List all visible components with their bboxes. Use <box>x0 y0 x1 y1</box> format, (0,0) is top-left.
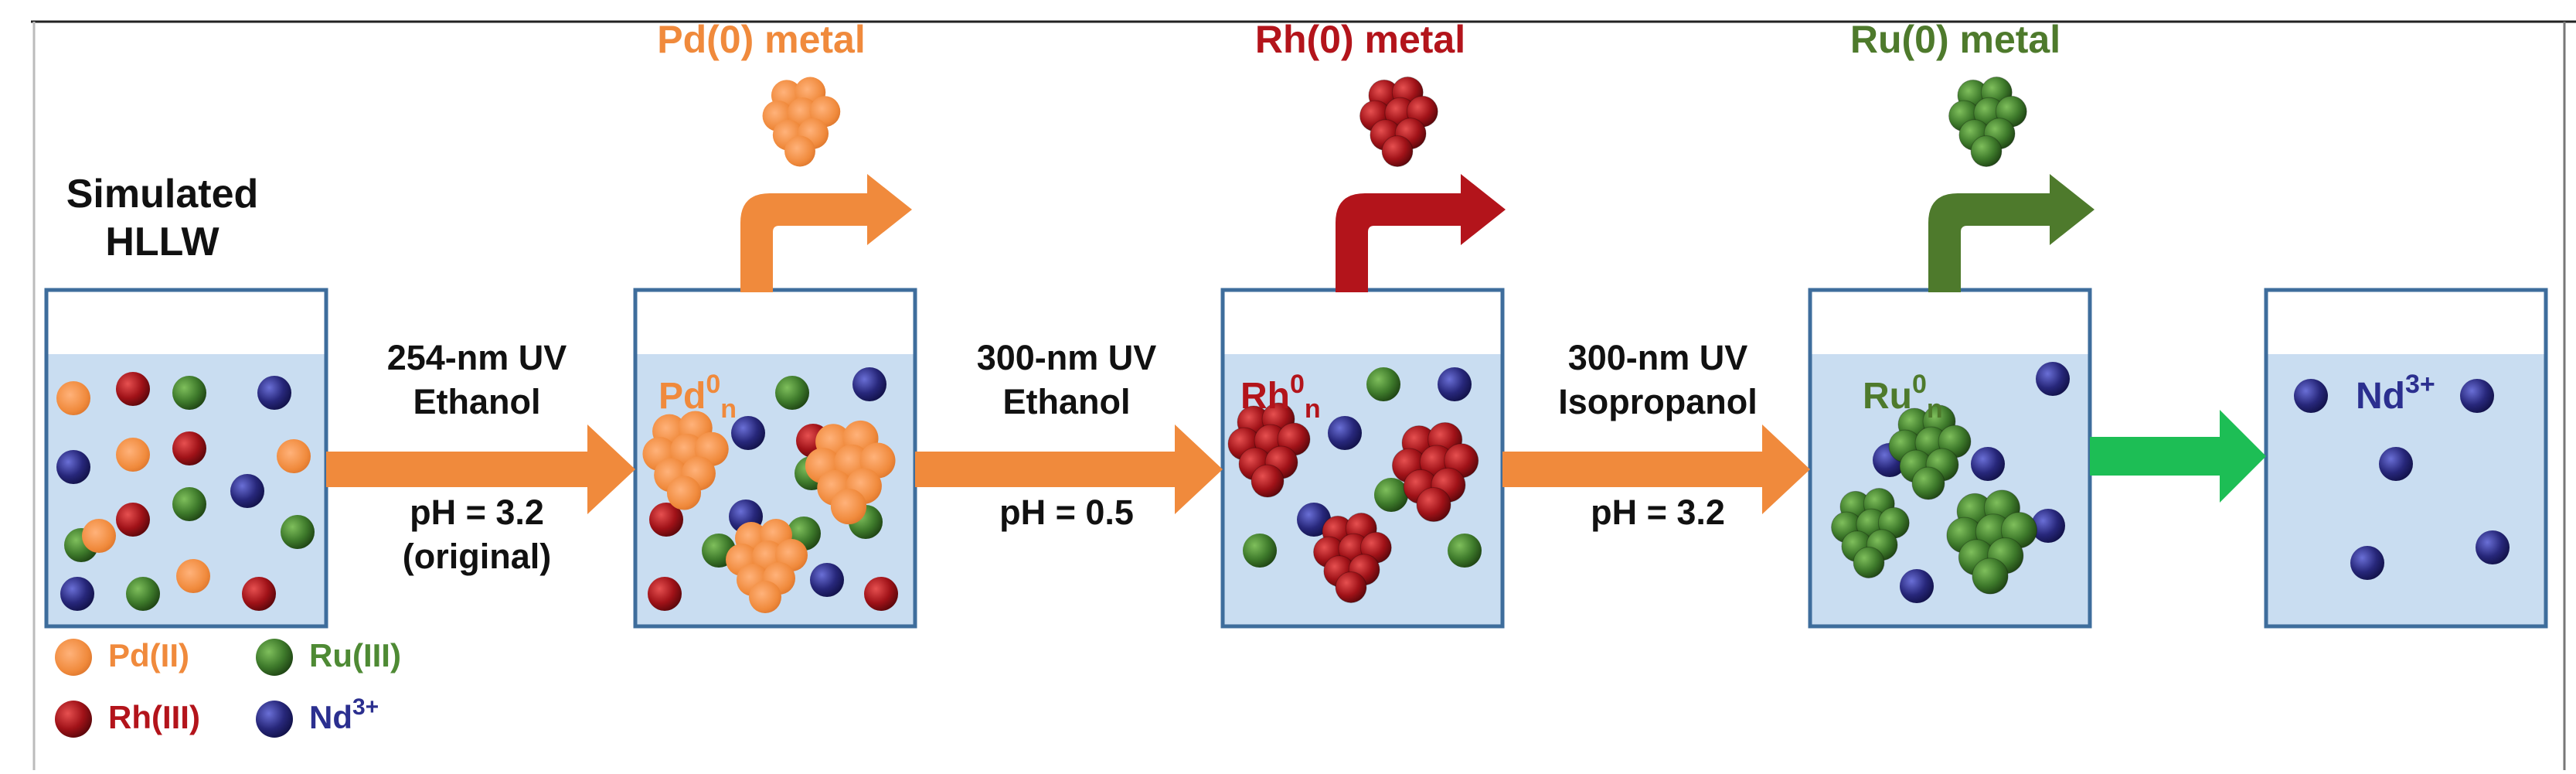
beaker-4-liquid <box>1810 354 2090 626</box>
nd-ion-42 <box>1971 447 2005 481</box>
legend-rh-label: Rh(III) <box>108 699 200 735</box>
step-2-line-1: 300-nm UV <box>977 338 1157 377</box>
nd-ion-20 <box>852 367 886 401</box>
nd-ion-40 <box>2036 362 2070 396</box>
step-1-line-1: 254-nm UV <box>387 338 567 377</box>
pd-extraction-arrow <box>740 174 912 292</box>
nd-ion-4 <box>257 376 291 410</box>
process-arrow-1 <box>326 425 635 514</box>
nd-ion-label: Nd3+ <box>2356 370 2435 417</box>
legend-ru-label: Ru(III) <box>309 637 401 673</box>
ru-ion-19 <box>775 376 809 410</box>
nd-ion-47 <box>2379 447 2413 481</box>
ru-ion-14 <box>281 515 315 549</box>
nd-ion-49 <box>2476 530 2510 564</box>
ru-ion-38 <box>1448 534 1482 568</box>
process-arrow-4 <box>2090 410 2266 503</box>
ru-ion-3 <box>172 376 206 410</box>
beaker-5 <box>2264 288 2548 629</box>
nd-ion-45 <box>2294 379 2328 413</box>
rh-ion-2 <box>116 372 150 406</box>
rh-ion-10 <box>116 503 150 537</box>
pd-ion-8 <box>277 439 311 473</box>
pd-ion-6 <box>116 438 150 472</box>
legend-rh-dot <box>55 701 92 738</box>
start-label-line-1: Simulated <box>66 172 259 217</box>
nd-ion-46 <box>2460 379 2494 413</box>
ru-product-label: Ru(0) metal <box>1850 18 2060 61</box>
nd-ion-33 <box>1438 367 1472 401</box>
process-arrow-3 <box>1502 425 1810 514</box>
nd-ion-5 <box>56 450 90 484</box>
nd-ion-30 <box>810 563 844 597</box>
rh-ion-31 <box>864 577 898 611</box>
rh-ion-29 <box>648 577 682 611</box>
pd-cluster-label: Pd0n <box>658 370 737 424</box>
nd-ion-43 <box>2031 509 2065 543</box>
rh-cluster-label: Rh0n <box>1240 370 1321 424</box>
step-1-ph-note: (original) <box>403 537 551 576</box>
rh-ion-18 <box>242 577 276 611</box>
ru-cluster-2-sphere-8 <box>1853 547 1885 578</box>
step-3-line-2: Isopropanol <box>1558 382 1758 421</box>
rh-product-cluster-sphere-8 <box>1381 135 1414 167</box>
nd-ion-48 <box>2350 546 2384 580</box>
pd-product-cluster-sphere-8 <box>784 135 815 167</box>
start-label-line-2: HLLW <box>105 220 219 264</box>
legend-nd-label: Nd3+ <box>309 694 379 735</box>
ru-ion-16 <box>126 577 160 611</box>
ru-ion-35 <box>1374 478 1408 512</box>
pd-ion-1 <box>56 381 90 415</box>
step-1-ph: pH = 3.2 <box>410 493 544 532</box>
rh-ion-7 <box>172 431 206 465</box>
nd-ion-15 <box>60 577 94 611</box>
ru-cluster-1-sphere-8 <box>1911 466 1945 500</box>
rh-product-label: Rh(0) metal <box>1255 18 1465 61</box>
process-arrow-2 <box>915 425 1223 514</box>
rh-extraction-arrow <box>1336 174 1506 292</box>
pd-ion-17 <box>176 559 210 593</box>
ru-product-cluster-sphere-8 <box>1970 135 2003 167</box>
nd-ion-34 <box>1328 416 1362 450</box>
rh-cluster-2-sphere-8 <box>1416 486 1451 523</box>
step-2-ph: pH = 0.5 <box>999 493 1134 532</box>
step-2-line-2: Ethanol <box>1003 382 1131 421</box>
pd-cluster-2-sphere-8 <box>830 488 867 525</box>
legend-ru-dot <box>256 639 293 676</box>
rh-ion-25 <box>649 503 683 537</box>
ru-cluster-label: Ru0n <box>1863 370 1943 424</box>
legend-nd-dot <box>256 701 293 738</box>
ru-cluster-3-sphere-8 <box>1972 557 2009 595</box>
step-3-ph: pH = 3.2 <box>1591 493 1725 532</box>
legend-pd-dot <box>55 639 92 676</box>
nd-ion-21 <box>731 416 765 450</box>
ru-ion-32 <box>1366 367 1400 401</box>
step-3-line-1: 300-nm UV <box>1568 338 1748 377</box>
pd-ion-13 <box>82 519 116 553</box>
rh-cluster-1-sphere-8 <box>1251 464 1285 498</box>
ru-ion-37 <box>1243 534 1277 568</box>
step-1-line-2: Ethanol <box>413 382 541 421</box>
nd-ion-44 <box>1900 569 1934 603</box>
ru-extraction-arrow <box>1928 174 2094 292</box>
pd-product-label: Pd(0) metal <box>657 18 866 61</box>
pd-cluster-3-sphere-8 <box>749 581 781 613</box>
rh-cluster-3-sphere-8 <box>1335 571 1367 603</box>
nd-ion-36 <box>1297 503 1331 537</box>
legend-pd-label: Pd(II) <box>108 637 189 673</box>
pd-cluster-1-sphere-8 <box>666 476 702 510</box>
nd-ion-12 <box>230 474 264 508</box>
ru-ion-11 <box>172 487 206 521</box>
